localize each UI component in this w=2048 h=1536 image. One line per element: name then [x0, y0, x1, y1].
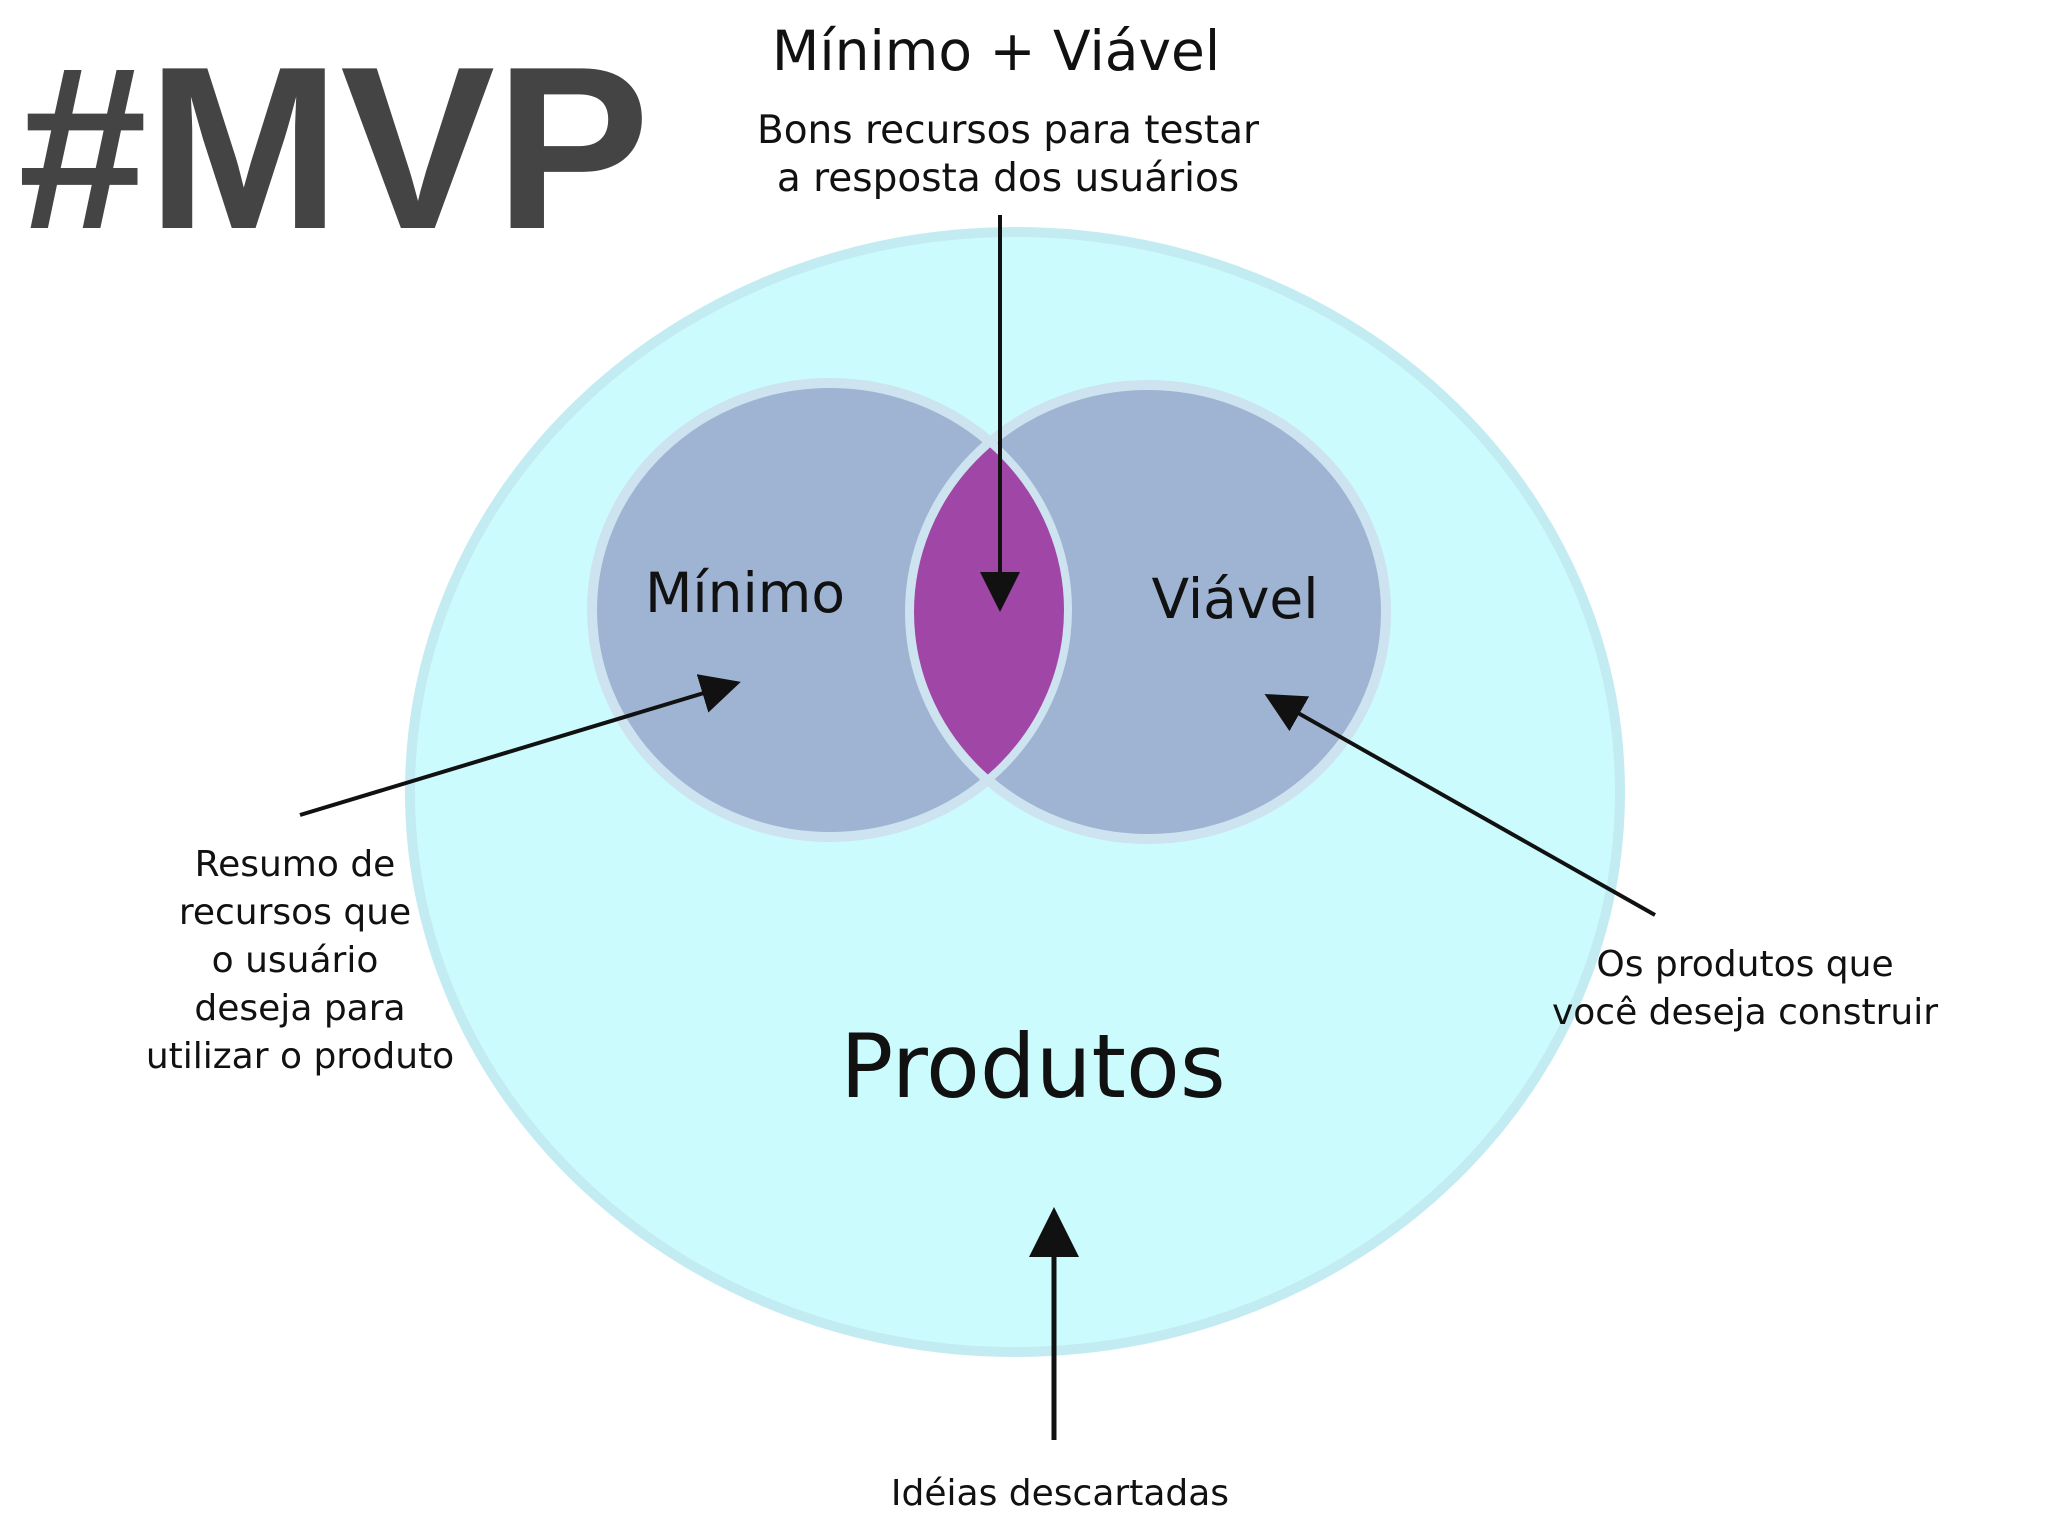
hashtag-title: #MVP [18, 19, 650, 278]
left-note-line: Resumo de [195, 844, 396, 885]
left-note-line: recursos que [179, 892, 411, 933]
minimo-label: Mínimo [645, 561, 845, 625]
right-note-line: você deseja construir [1552, 992, 1938, 1033]
top-caption-line: Bons recursos para testar [757, 108, 1260, 153]
left-note-arrow [299, 674, 741, 817]
viavel-label: Viável [1151, 567, 1318, 631]
left-note-line: deseja para [194, 988, 405, 1029]
left-note-line: utilizar o produto [146, 1036, 454, 1077]
bottom-note: Idéias descartadas [891, 1473, 1229, 1514]
top-caption-line: a resposta dos usuários [777, 156, 1239, 201]
right-note-line: Os produtos que [1596, 944, 1893, 985]
left-note-line: o usuário [212, 940, 379, 981]
intersection-lens [910, 385, 1068, 837]
top-title: Mínimo + Viável [772, 19, 1220, 83]
produtos-label: Produtos [840, 1015, 1225, 1118]
right-note-arrow [1264, 694, 1656, 917]
